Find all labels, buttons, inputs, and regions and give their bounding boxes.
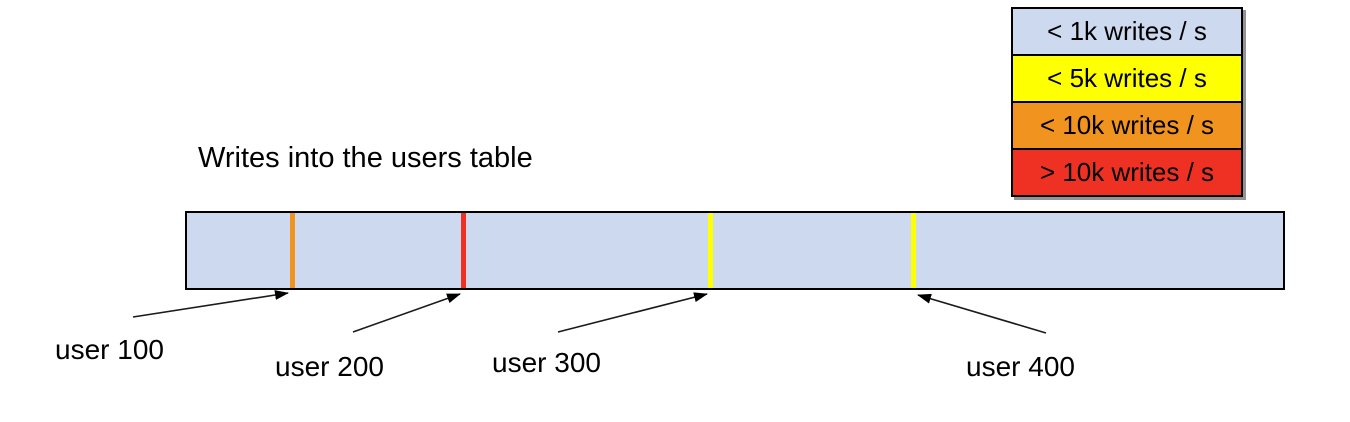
annotation-arrow bbox=[352, 293, 461, 333]
write-hotspot-marker-user-100 bbox=[289, 213, 295, 288]
legend-item-gt-10k: > 10k writes / s bbox=[1011, 148, 1243, 197]
user-label-400: user 400 bbox=[966, 351, 1075, 382]
legend-item-lt-5k: < 5k writes / s bbox=[1011, 54, 1243, 103]
annotation-arrow bbox=[557, 292, 708, 333]
legend-item-label: < 10k writes / s bbox=[1039, 110, 1215, 140]
annotation-arrow bbox=[132, 290, 289, 318]
user-label-300: user 300 bbox=[492, 347, 601, 378]
legend-item-label: > 10k writes / s bbox=[1039, 157, 1215, 187]
annotation-arrow bbox=[917, 293, 1047, 334]
legend-item-label: < 5k writes / s bbox=[1047, 63, 1207, 93]
users-table-bar bbox=[185, 211, 1285, 290]
legend: < 1k writes / s < 5k writes / s < 10k wr… bbox=[1011, 7, 1243, 197]
write-hotspot-marker-user-300 bbox=[707, 213, 713, 288]
legend-item-lt-10k: < 10k writes / s bbox=[1011, 101, 1243, 150]
user-label-200: user 200 bbox=[275, 351, 384, 382]
diagram-title: Writes into the users table bbox=[198, 142, 533, 174]
legend-item-lt-1k: < 1k writes / s bbox=[1011, 7, 1243, 56]
write-hotspot-marker-user-400 bbox=[910, 213, 916, 288]
write-hotspot-marker-user-200 bbox=[460, 213, 466, 288]
user-label-100: user 100 bbox=[55, 334, 164, 365]
legend-item-label: < 1k writes / s bbox=[1047, 16, 1207, 46]
